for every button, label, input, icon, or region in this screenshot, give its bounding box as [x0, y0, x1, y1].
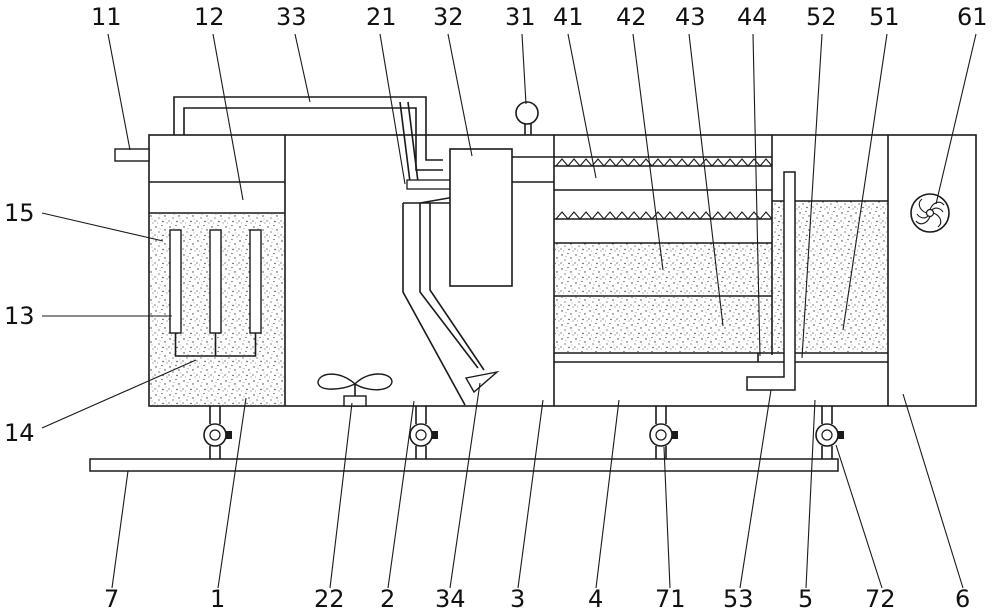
leader-71	[663, 446, 671, 589]
nozzle	[464, 370, 500, 394]
siphon-pipe	[746, 171, 796, 391]
tank4-media-lower	[555, 297, 772, 352]
leader-5	[805, 399, 816, 589]
fan-icon	[910, 193, 950, 233]
label-53: 53	[723, 585, 754, 613]
leader-22	[329, 402, 353, 589]
label-43: 43	[675, 3, 706, 31]
leader-51	[842, 33, 888, 331]
label-4: 4	[588, 585, 603, 613]
electrode-1	[169, 229, 182, 334]
label-2: 2	[380, 585, 395, 613]
label-61: 61	[957, 3, 988, 31]
label-41: 41	[553, 3, 584, 31]
leader-33	[294, 33, 311, 103]
leader-34	[449, 382, 481, 589]
leader-12	[212, 33, 244, 201]
leader-7	[111, 470, 129, 589]
label-42: 42	[616, 3, 647, 31]
leader-52	[801, 33, 823, 359]
leader-41	[567, 33, 597, 179]
valve-1	[203, 406, 232, 459]
riser-pipe	[399, 101, 411, 183]
label-6: 6	[955, 585, 970, 613]
label-34: 34	[435, 585, 466, 613]
mixer-blade-right	[353, 373, 393, 391]
chute-inner	[429, 203, 485, 371]
tank4-media-upper	[555, 243, 772, 295]
box-pipe	[512, 156, 554, 183]
label-21: 21	[366, 3, 397, 31]
leader-4	[595, 399, 620, 589]
overflow-pipe	[173, 96, 443, 161]
leader-61	[935, 33, 977, 205]
label-31: 31	[505, 3, 536, 31]
drain-pipe	[89, 458, 839, 472]
riser-pipe-2	[407, 101, 419, 183]
leader-42	[632, 33, 664, 271]
electrode-2	[209, 229, 222, 334]
electrode-3	[249, 229, 262, 334]
leader-31	[521, 33, 527, 105]
label-52: 52	[806, 3, 837, 31]
label-12: 12	[194, 3, 225, 31]
label-71: 71	[655, 585, 686, 613]
leader-11	[107, 33, 131, 151]
label-32: 32	[433, 3, 464, 31]
leader-15	[41, 212, 164, 242]
leader-53	[739, 389, 772, 589]
mixer-base	[343, 395, 367, 407]
electrode-bus	[174, 333, 257, 357]
valve-72	[815, 406, 844, 459]
filter-teeth-2	[555, 211, 773, 220]
dosing-box	[449, 148, 513, 287]
label-7: 7	[104, 585, 119, 613]
leader-6	[902, 393, 964, 589]
leader-1	[217, 397, 247, 589]
leader-43	[688, 33, 724, 327]
leader-44	[752, 33, 761, 357]
leader-21	[379, 33, 406, 185]
pressure-gauge	[515, 101, 539, 125]
leader-32	[447, 33, 473, 157]
label-5: 5	[798, 585, 813, 613]
leader-2	[387, 400, 415, 589]
label-44: 44	[737, 3, 768, 31]
mixer-blade-left	[317, 373, 357, 390]
label-15: 15	[4, 199, 35, 227]
riser-elbow	[406, 179, 451, 190]
filter-teeth-1	[555, 158, 773, 167]
leader-72	[835, 444, 883, 589]
label-3: 3	[510, 585, 525, 613]
label-14: 14	[4, 419, 35, 447]
valve-71	[649, 406, 678, 459]
label-1: 1	[210, 585, 225, 613]
leader-3	[517, 399, 544, 589]
label-72: 72	[865, 585, 896, 613]
chute-left	[402, 203, 466, 406]
label-13: 13	[4, 302, 35, 330]
label-33: 33	[276, 3, 307, 31]
leader-14	[41, 359, 197, 429]
tank-outline	[148, 134, 977, 407]
valve-2	[409, 406, 438, 459]
label-22: 22	[314, 585, 345, 613]
label-11: 11	[91, 3, 122, 31]
inlet-pipe	[114, 148, 150, 162]
label-51: 51	[869, 3, 900, 31]
overflow-pipe-inner	[183, 107, 443, 171]
